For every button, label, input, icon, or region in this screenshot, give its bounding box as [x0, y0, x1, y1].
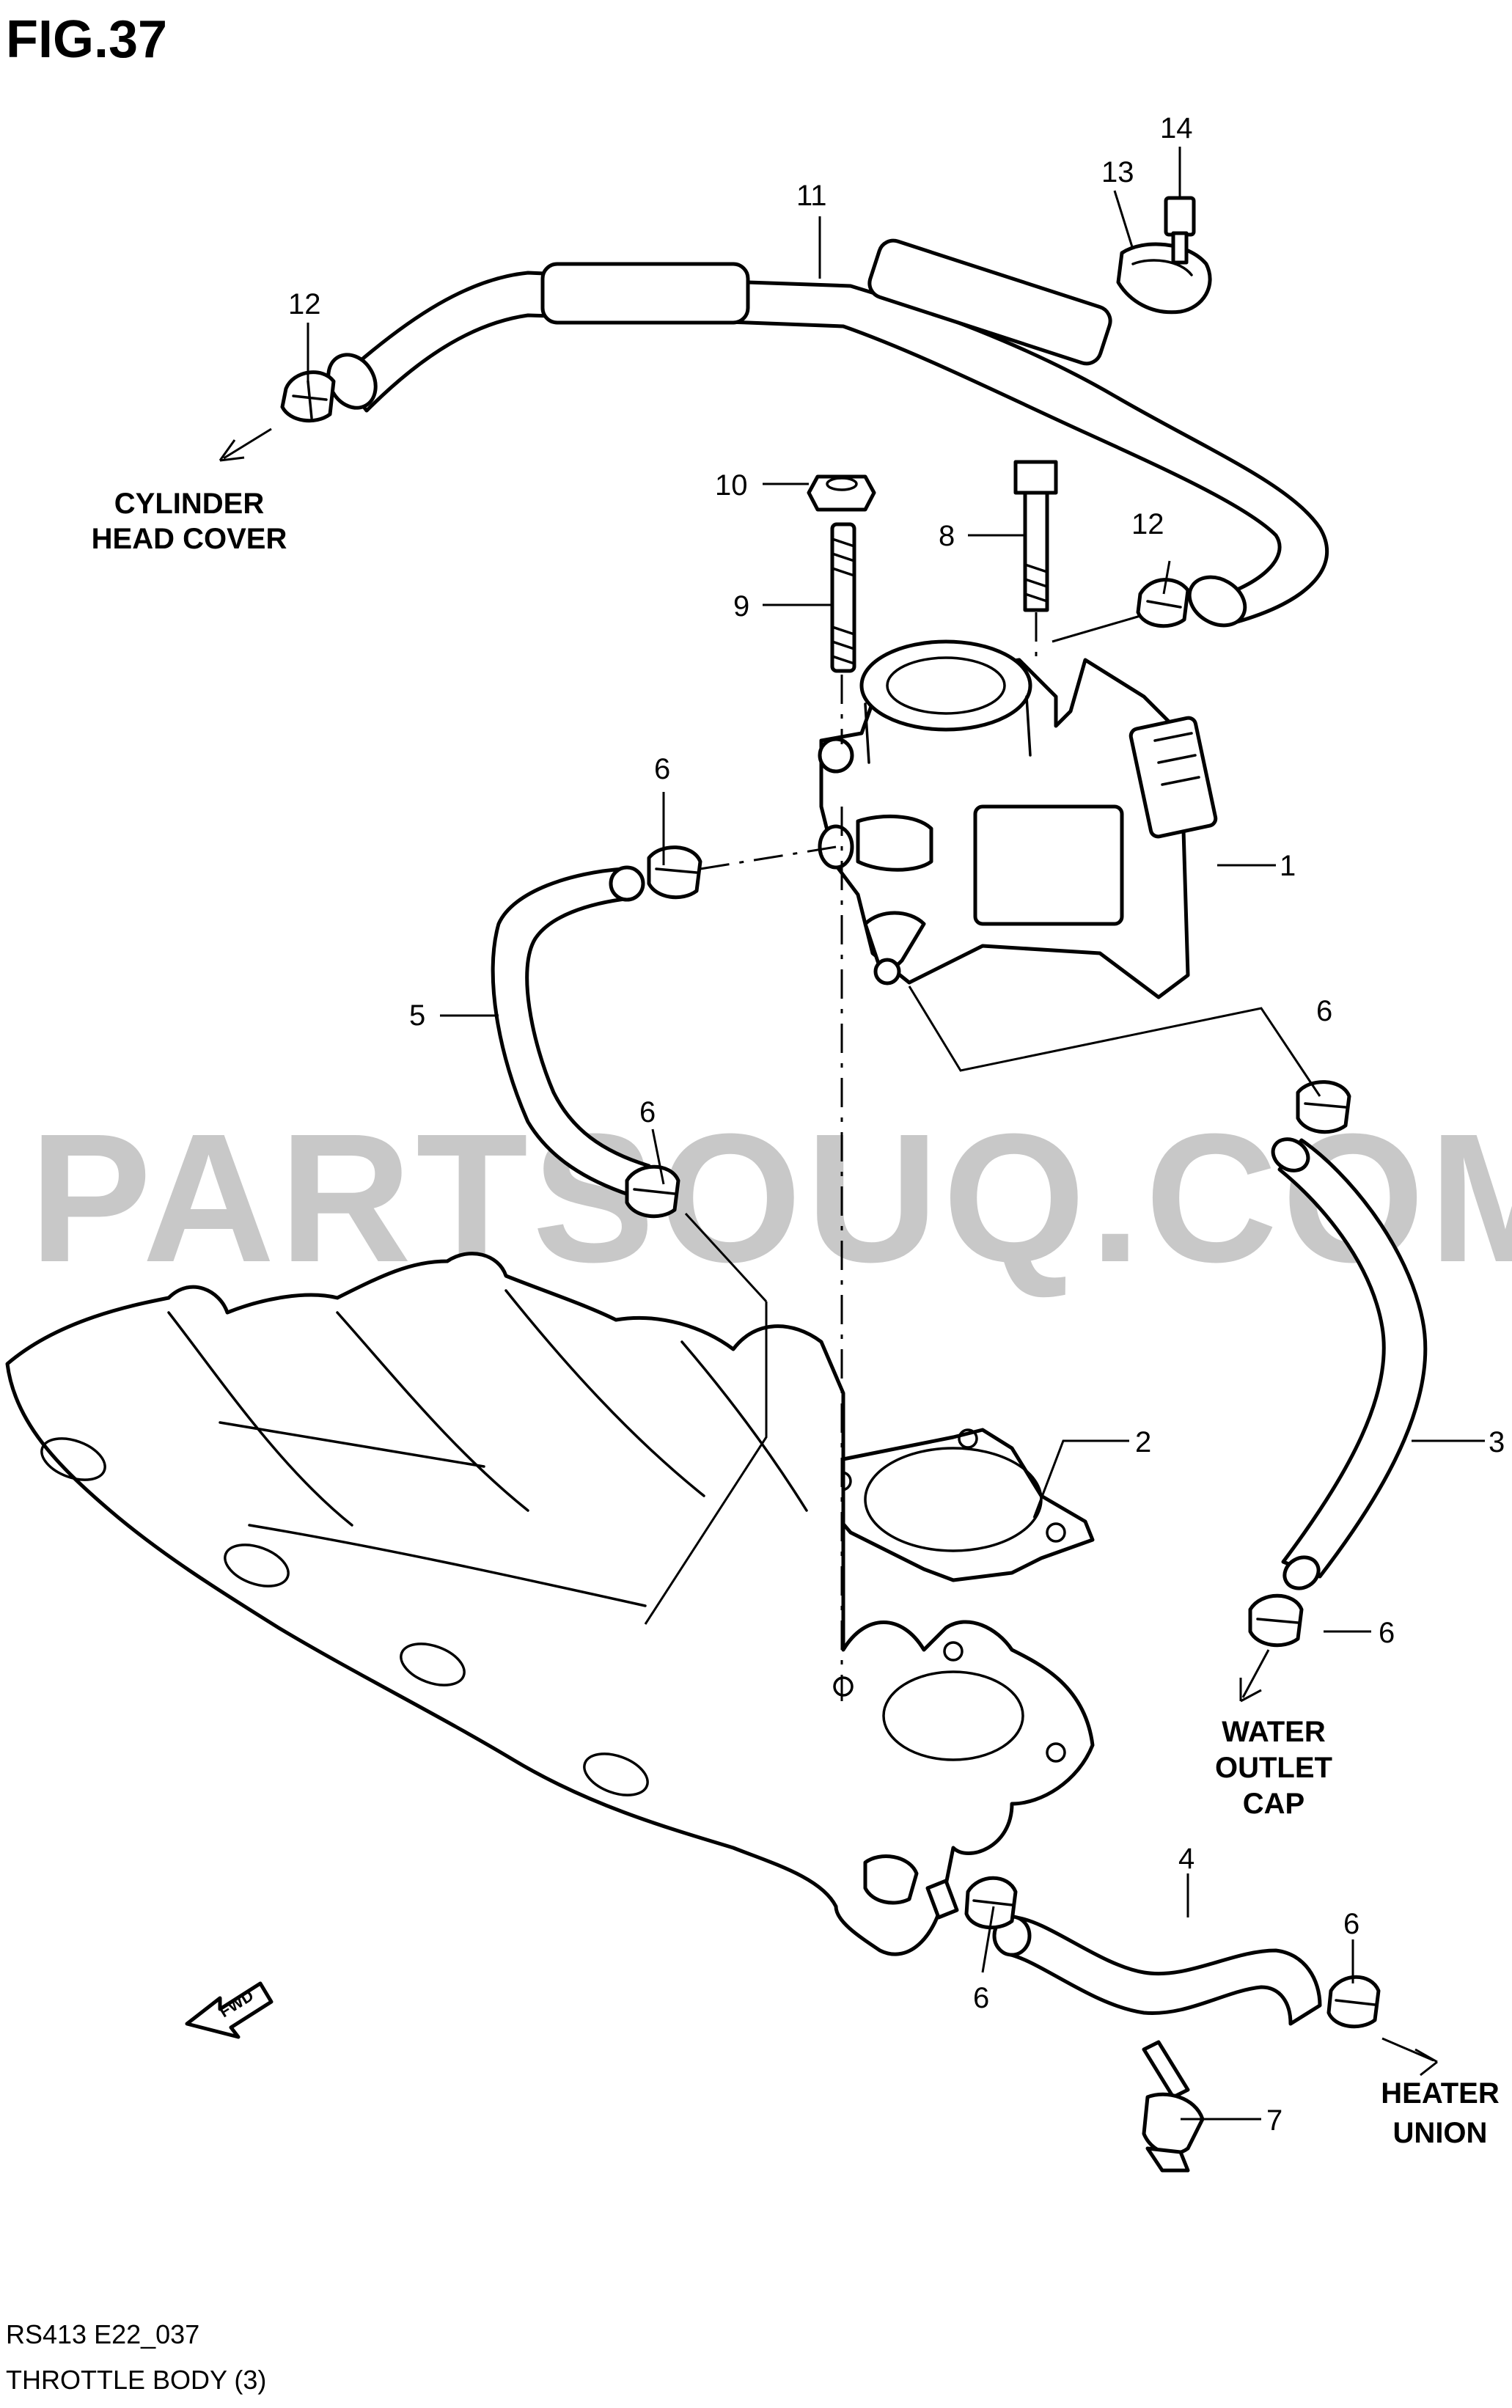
callout-6-d: 6	[1379, 1617, 1395, 1649]
callout-8: 8	[939, 520, 955, 552]
label-cylinder-head-cover: CYLINDER HEAD COVER	[92, 488, 287, 555]
hose-clip-part-6-a	[647, 845, 702, 900]
nut-part-10	[807, 474, 876, 512]
callout-6-f: 6	[1343, 1908, 1359, 1940]
label-heater-union-line-2: UNION	[1393, 2117, 1488, 2149]
callout-10: 10	[715, 469, 748, 502]
figure-title: FIG.37	[6, 10, 167, 69]
throttle-body-part-1	[818, 639, 1218, 999]
fwd-arrow-icon: FWD	[185, 1981, 274, 2039]
callout-6-c: 6	[1316, 995, 1332, 1027]
callout-12-a: 12	[288, 288, 321, 320]
callout-2: 2	[1135, 1426, 1151, 1458]
diagram-code: RS413 E22_037	[6, 2319, 199, 2349]
hose-clip-part-6-b	[625, 1164, 680, 1219]
callout-6-e: 6	[973, 1982, 989, 2014]
centerline-hose5	[700, 845, 837, 870]
callout-3: 3	[1489, 1426, 1505, 1458]
clamp-part-13	[1116, 242, 1212, 315]
label-cylinder-head-cover-line-1: CYLINDER	[114, 488, 265, 520]
hose-part-3	[1271, 1137, 1428, 1590]
hose-clip-part-6-f	[1326, 1975, 1381, 2029]
label-heater-union: HEATER UNION	[1381, 2077, 1500, 2149]
watermark-text: PARTSOUQ.COM	[29, 1095, 1512, 1300]
leader-lines	[307, 147, 1485, 2121]
hose-clip-part-6-d	[1248, 1593, 1304, 1648]
callout-6-a: 6	[654, 753, 670, 785]
arrow-to-water-outlet-cap	[1239, 1649, 1270, 1703]
stud-part-9	[830, 522, 856, 673]
label-cylinder-head-cover-line-2: HEAD COVER	[92, 523, 287, 555]
callout-4: 4	[1178, 1843, 1194, 1875]
diagram-caption: THROTTLE BODY (3)	[6, 2365, 266, 2395]
hose-clip-part-6-c	[1296, 1080, 1351, 1134]
callout-13: 13	[1101, 156, 1134, 188]
clamp-part-7	[1142, 2040, 1205, 2173]
callout-9: 9	[733, 590, 749, 623]
label-water-outlet-cap-line-1: WATER	[1222, 1716, 1326, 1748]
callout-7: 7	[1266, 2104, 1282, 2137]
arrow-to-cylinder-head-cover	[219, 427, 272, 462]
hose-clip-part-6-e	[964, 1876, 1018, 1930]
hose-clip-part-12-right	[1136, 578, 1190, 628]
breather-hose-part-11	[326, 238, 1329, 628]
callout-6-b: 6	[639, 1096, 656, 1128]
hose-clip-part-12-left	[280, 370, 336, 423]
label-heater-union-line-1: HEATER	[1381, 2077, 1500, 2110]
label-water-outlet-cap-line-3: CAP	[1243, 1788, 1304, 1820]
callout-12-b: 12	[1131, 508, 1164, 540]
label-water-outlet-cap: WATER OUTLET CAP	[1215, 1716, 1332, 1820]
callout-1: 1	[1280, 850, 1296, 882]
callout-14: 14	[1160, 112, 1193, 144]
gasket-part-2	[804, 1428, 1095, 1582]
label-water-outlet-cap-line-2: OUTLET	[1215, 1752, 1332, 1784]
hose-part-4	[992, 1915, 1322, 2026]
intake-manifold	[5, 1252, 1095, 1956]
bolt-part-8	[1013, 460, 1058, 612]
callout-5: 5	[409, 999, 425, 1032]
arrow-to-heater-union	[1381, 2037, 1438, 2077]
callout-11: 11	[796, 180, 827, 212]
